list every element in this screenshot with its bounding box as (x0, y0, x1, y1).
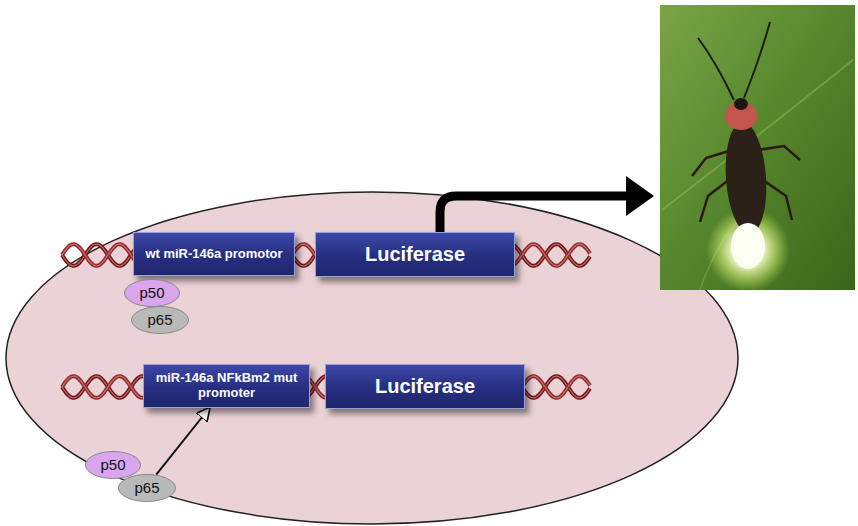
node-label: Luciferase (375, 375, 475, 398)
cell-outline (6, 192, 738, 524)
ellipse-shape (125, 280, 180, 307)
node-label: p50 (139, 284, 164, 301)
ellipse-shape (86, 452, 141, 479)
node-label: wt miR-146a promotor (145, 247, 282, 262)
node-label: p50 (100, 456, 125, 473)
reporter-box: Luciferase (315, 232, 515, 277)
p50-subunit: p50 (85, 451, 141, 479)
expression-arrowhead (626, 176, 654, 216)
p50-subunit: p50 (124, 279, 180, 307)
p65-subunit: p65 (131, 306, 189, 334)
node-label: Luciferase (365, 243, 465, 266)
reporter-box: Luciferase (325, 364, 525, 409)
p65-subunit: p65 (118, 474, 176, 502)
node-label: p65 (134, 479, 159, 496)
promoter-box: miR-146a NFkBm2 mut promoter (143, 364, 310, 408)
binding-arrow (156, 408, 209, 475)
firefly-photo (660, 5, 855, 292)
expression-arrow (440, 196, 628, 233)
node-label: p65 (147, 311, 172, 328)
ellipse-shape (119, 475, 176, 502)
ellipse-shape (132, 307, 189, 334)
node-label: miR-146a NFkBm2 mut promoter (150, 371, 303, 401)
promoter-box: wt miR-146a promotor (133, 232, 295, 276)
